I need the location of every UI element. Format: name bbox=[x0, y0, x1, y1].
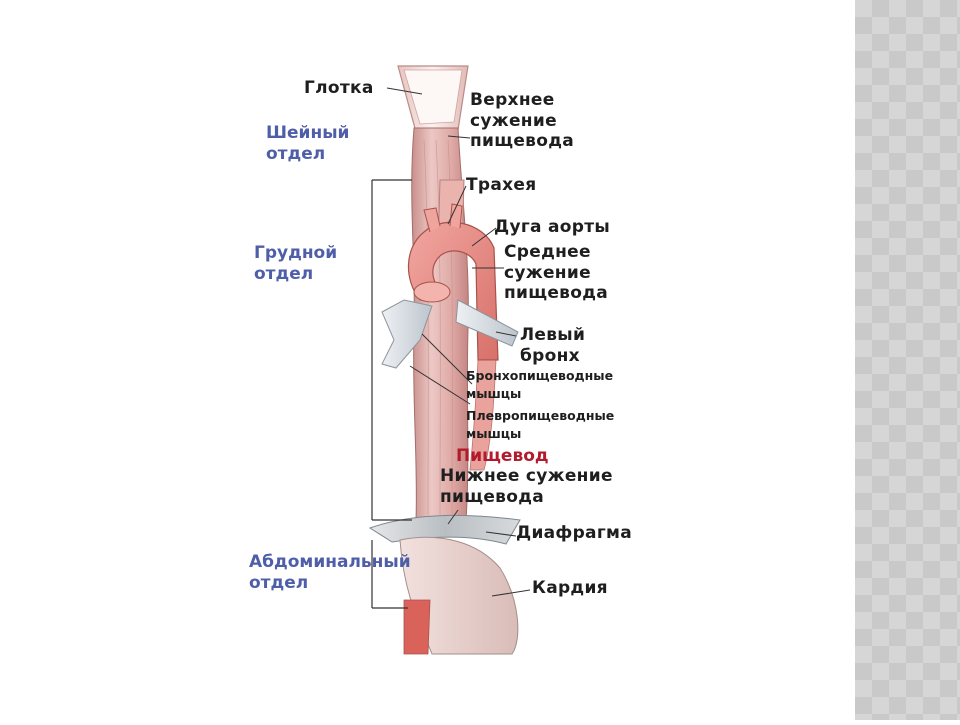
section-cervical: Шейный отдел bbox=[266, 123, 350, 164]
label-left-bronchus: Левый бронх bbox=[520, 325, 586, 366]
pharynx-shape bbox=[397, 65, 469, 133]
abdominal-aorta-shape bbox=[403, 599, 431, 655]
label-diaphragm: Диафрагма bbox=[516, 523, 632, 543]
section-brackets bbox=[371, 179, 412, 609]
decorative-side-panel bbox=[855, 0, 960, 720]
descending-aorta-shape bbox=[469, 359, 497, 471]
label-upper-constriction: Верхнее сужение пищевода bbox=[470, 90, 575, 152]
label-pleuroesophageal-muscles: Плевропищеводные мышцы bbox=[466, 408, 615, 442]
bronchi-shape bbox=[381, 299, 519, 369]
label-lower-constriction: Нижнее сужение пищевода bbox=[440, 466, 613, 507]
label-trachea: Трахея bbox=[466, 175, 537, 195]
label-middle-constriction: Среднее сужение пищевода bbox=[504, 242, 609, 304]
label-cardia: Кардия bbox=[532, 578, 608, 598]
label-pharynx: Глотка bbox=[304, 78, 374, 98]
label-bronchoesophageal-muscles: Бронхопищеводные мышцы bbox=[466, 368, 614, 402]
label-esophagus: Пищевод bbox=[456, 446, 549, 466]
section-thoracic: Грудной отдел bbox=[254, 243, 338, 284]
section-abdominal: Абдоминальный отдел bbox=[249, 552, 411, 593]
label-aortic-arch: Дуга аорты bbox=[494, 217, 611, 237]
leader-lines bbox=[386, 87, 531, 597]
